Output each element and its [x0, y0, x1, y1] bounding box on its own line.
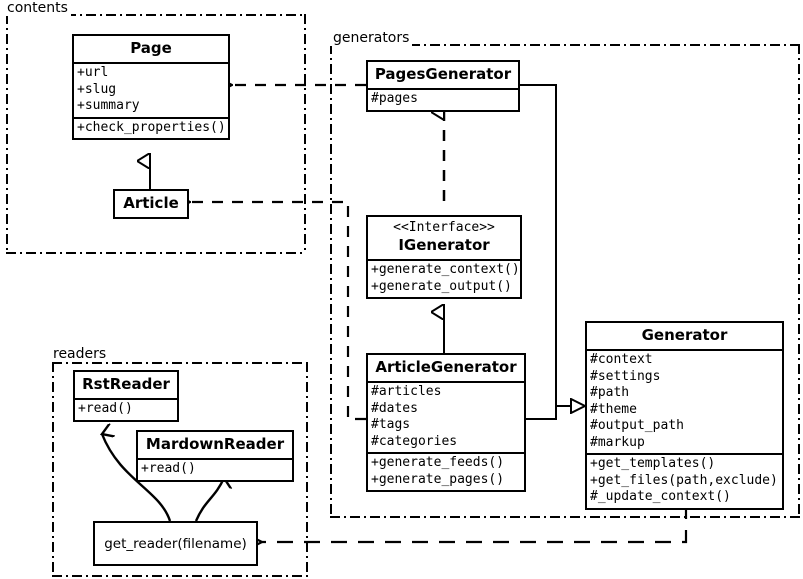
class-pagesgenerator[interactable]: PagesGenerator #pages: [366, 60, 520, 112]
package-contents-label: contents: [4, 0, 71, 16]
class-igenerator-stereotype: <<Interface>>: [393, 220, 495, 235]
attribute-row: #path: [590, 385, 630, 400]
class-articlegenerator-title: ArticleGenerator: [375, 358, 517, 376]
attribute-row: +summary: [77, 98, 140, 113]
method-row: +generate_pages(): [371, 471, 505, 487]
method-row: +read(): [141, 461, 196, 476]
attribute-row: #markup: [590, 434, 645, 450]
class-mardownreader-title: MardownReader: [145, 435, 285, 453]
class-generator-title: Generator: [641, 326, 728, 344]
method-row: +check_properties(): [77, 119, 226, 135]
package-readers-label: readers: [50, 346, 110, 362]
class-generator-methods: +get_templates() +get_files(path,exclude…: [587, 453, 782, 508]
class-mardownreader-methods: +read(): [138, 458, 292, 480]
class-page[interactable]: Page +url +slug +summary +check_properti…: [72, 34, 230, 140]
function-get-reader[interactable]: get_reader(filename): [93, 521, 258, 566]
method-row: +generate_context(): [371, 262, 520, 277]
attribute-row: #theme: [590, 401, 637, 417]
method-row: +generate_output(): [371, 278, 512, 294]
class-generator[interactable]: Generator #context #settings #path #them…: [585, 321, 784, 510]
package-generators-label: generators: [330, 30, 413, 46]
method-row: #_update_context(): [590, 489, 731, 504]
function-get-reader-label: get_reader(filename): [104, 535, 247, 552]
attribute-row: #output_path: [590, 418, 684, 433]
class-pagesgenerator-title: PagesGenerator: [374, 65, 512, 83]
class-page-methods: +check_properties(): [74, 116, 228, 139]
class-rstreader-methods: +read(): [75, 398, 177, 420]
method-row: +generate_feeds(): [371, 455, 505, 470]
class-articlegenerator-methods: +generate_feeds() +generate_pages(): [368, 452, 524, 490]
method-row: +get_templates(): [590, 456, 716, 471]
class-article[interactable]: Article: [113, 189, 189, 219]
class-igenerator[interactable]: <<Interface>> IGenerator +generate_conte…: [366, 215, 522, 299]
class-igenerator-title: IGenerator: [398, 236, 490, 254]
attribute-row: #articles: [371, 384, 442, 399]
attribute-row: #settings: [590, 368, 661, 384]
attribute-row: #pages: [371, 91, 418, 106]
method-row: +get_files(path,exclude): [590, 472, 778, 488]
attribute-row: #dates: [371, 400, 418, 416]
class-rstreader[interactable]: RstReader +read(): [73, 370, 179, 422]
class-page-attributes: +url +slug +summary: [74, 62, 228, 117]
attribute-row: #categories: [371, 433, 458, 449]
attribute-row: +slug: [77, 81, 117, 97]
class-mardownreader[interactable]: MardownReader +read(): [136, 430, 294, 482]
class-rstreader-title: RstReader: [82, 375, 170, 393]
attribute-row: #context: [590, 352, 653, 367]
class-igenerator-methods: +generate_context() +generate_output(): [368, 259, 520, 297]
class-articlegenerator-attributes: #articles #dates #tags #categories: [368, 381, 524, 452]
class-pagesgenerator-attributes: #pages: [368, 88, 518, 110]
class-articlegenerator[interactable]: ArticleGenerator #articles #dates #tags …: [366, 353, 526, 492]
class-article-title: Article: [123, 194, 179, 212]
class-page-title: Page: [130, 39, 172, 57]
class-generator-attributes: #context #settings #path #theme #output_…: [587, 349, 782, 453]
method-row: +read(): [78, 401, 133, 416]
attribute-row: +url: [77, 65, 109, 80]
attribute-row: #tags: [371, 417, 411, 432]
